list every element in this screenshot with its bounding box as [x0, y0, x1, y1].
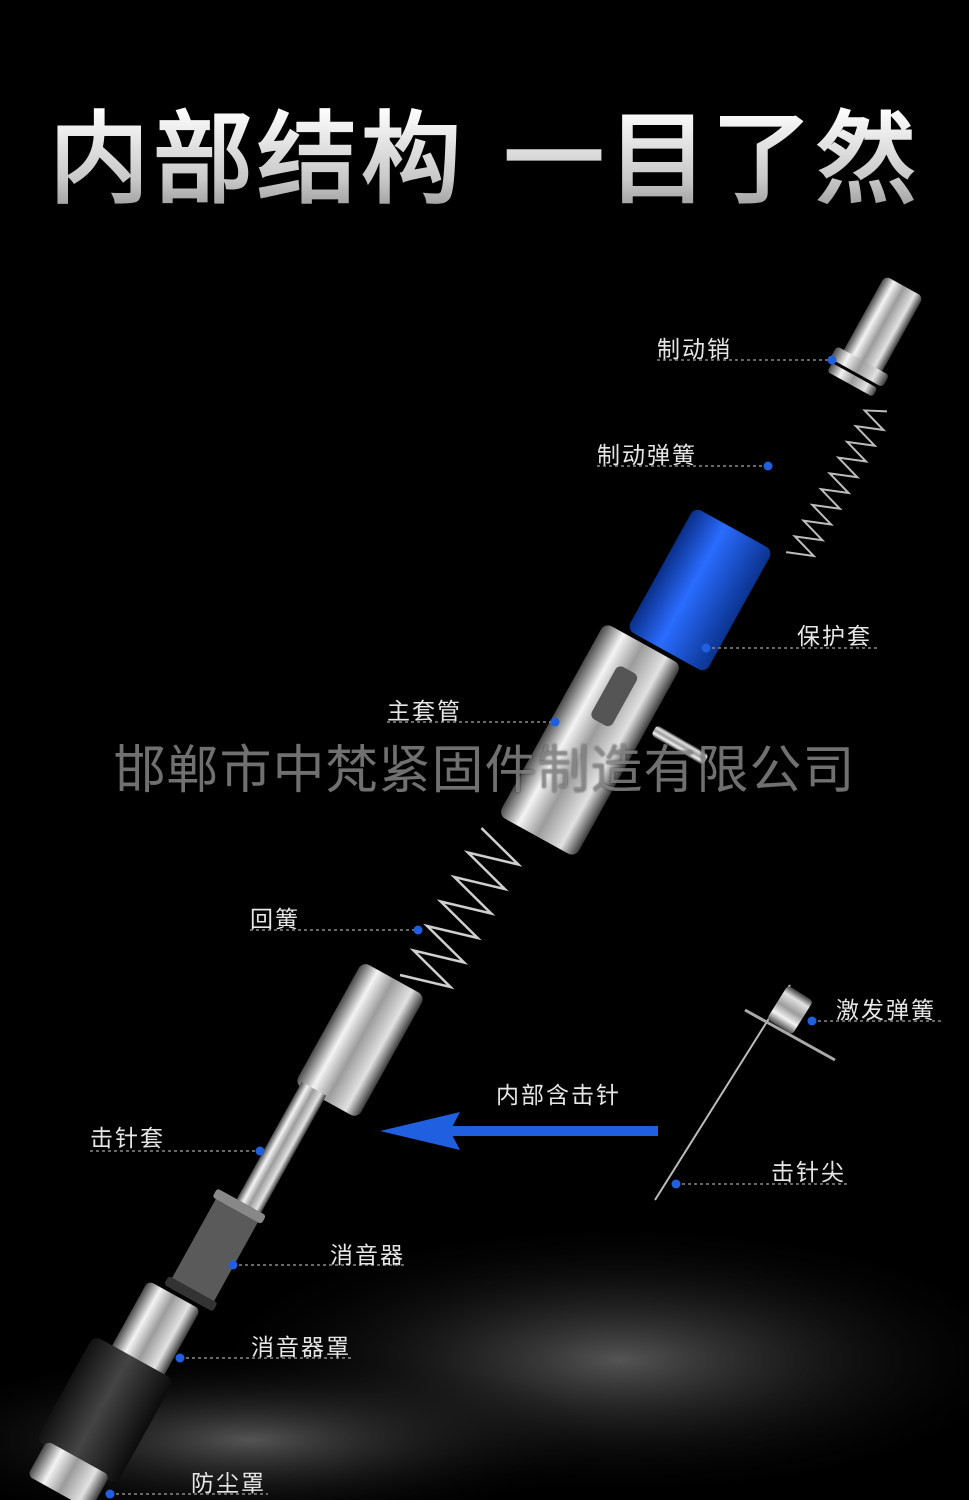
arrow-note: 内部含击针 [496, 1083, 621, 1109]
company-watermark: 邯郸市中梵紧固件制造有限公司 [113, 741, 856, 801]
part-label-firing-spring: 激发弹簧 [836, 998, 936, 1024]
part-label-silencer: 消音器 [330, 1243, 405, 1269]
part-label-brake-spring: 制动弹簧 [597, 443, 697, 469]
leader-lines [90, 359, 942, 1495]
part-label-firing-pin-sleeve: 击针套 [90, 1126, 165, 1152]
tool-assembly [29, 277, 922, 1500]
part-label-dust-cover: 防尘罩 [191, 1471, 266, 1497]
page-title: 内部结构 一目了然 [0, 78, 969, 223]
return-spring-shape [399, 827, 523, 990]
part-label-main-sleeve-tube: 主套管 [387, 699, 462, 725]
part-label-return-spring: 回簧 [250, 907, 300, 933]
brake-pin-shape [843, 277, 922, 374]
firing-pin-detail [654, 984, 836, 1201]
part-label-silencer-cover: 消音器罩 [251, 1335, 351, 1361]
blue-arrow [380, 1112, 658, 1150]
part-label-firing-pin-tip: 击针尖 [771, 1160, 846, 1186]
leader-dots [105, 355, 837, 1499]
protective-sleeve-shape [629, 509, 771, 671]
brake-spring-shape [785, 409, 888, 558]
part-label-protective-sleeve: 保护套 [797, 624, 872, 650]
part-label-brake-pin: 制动销 [657, 337, 732, 363]
